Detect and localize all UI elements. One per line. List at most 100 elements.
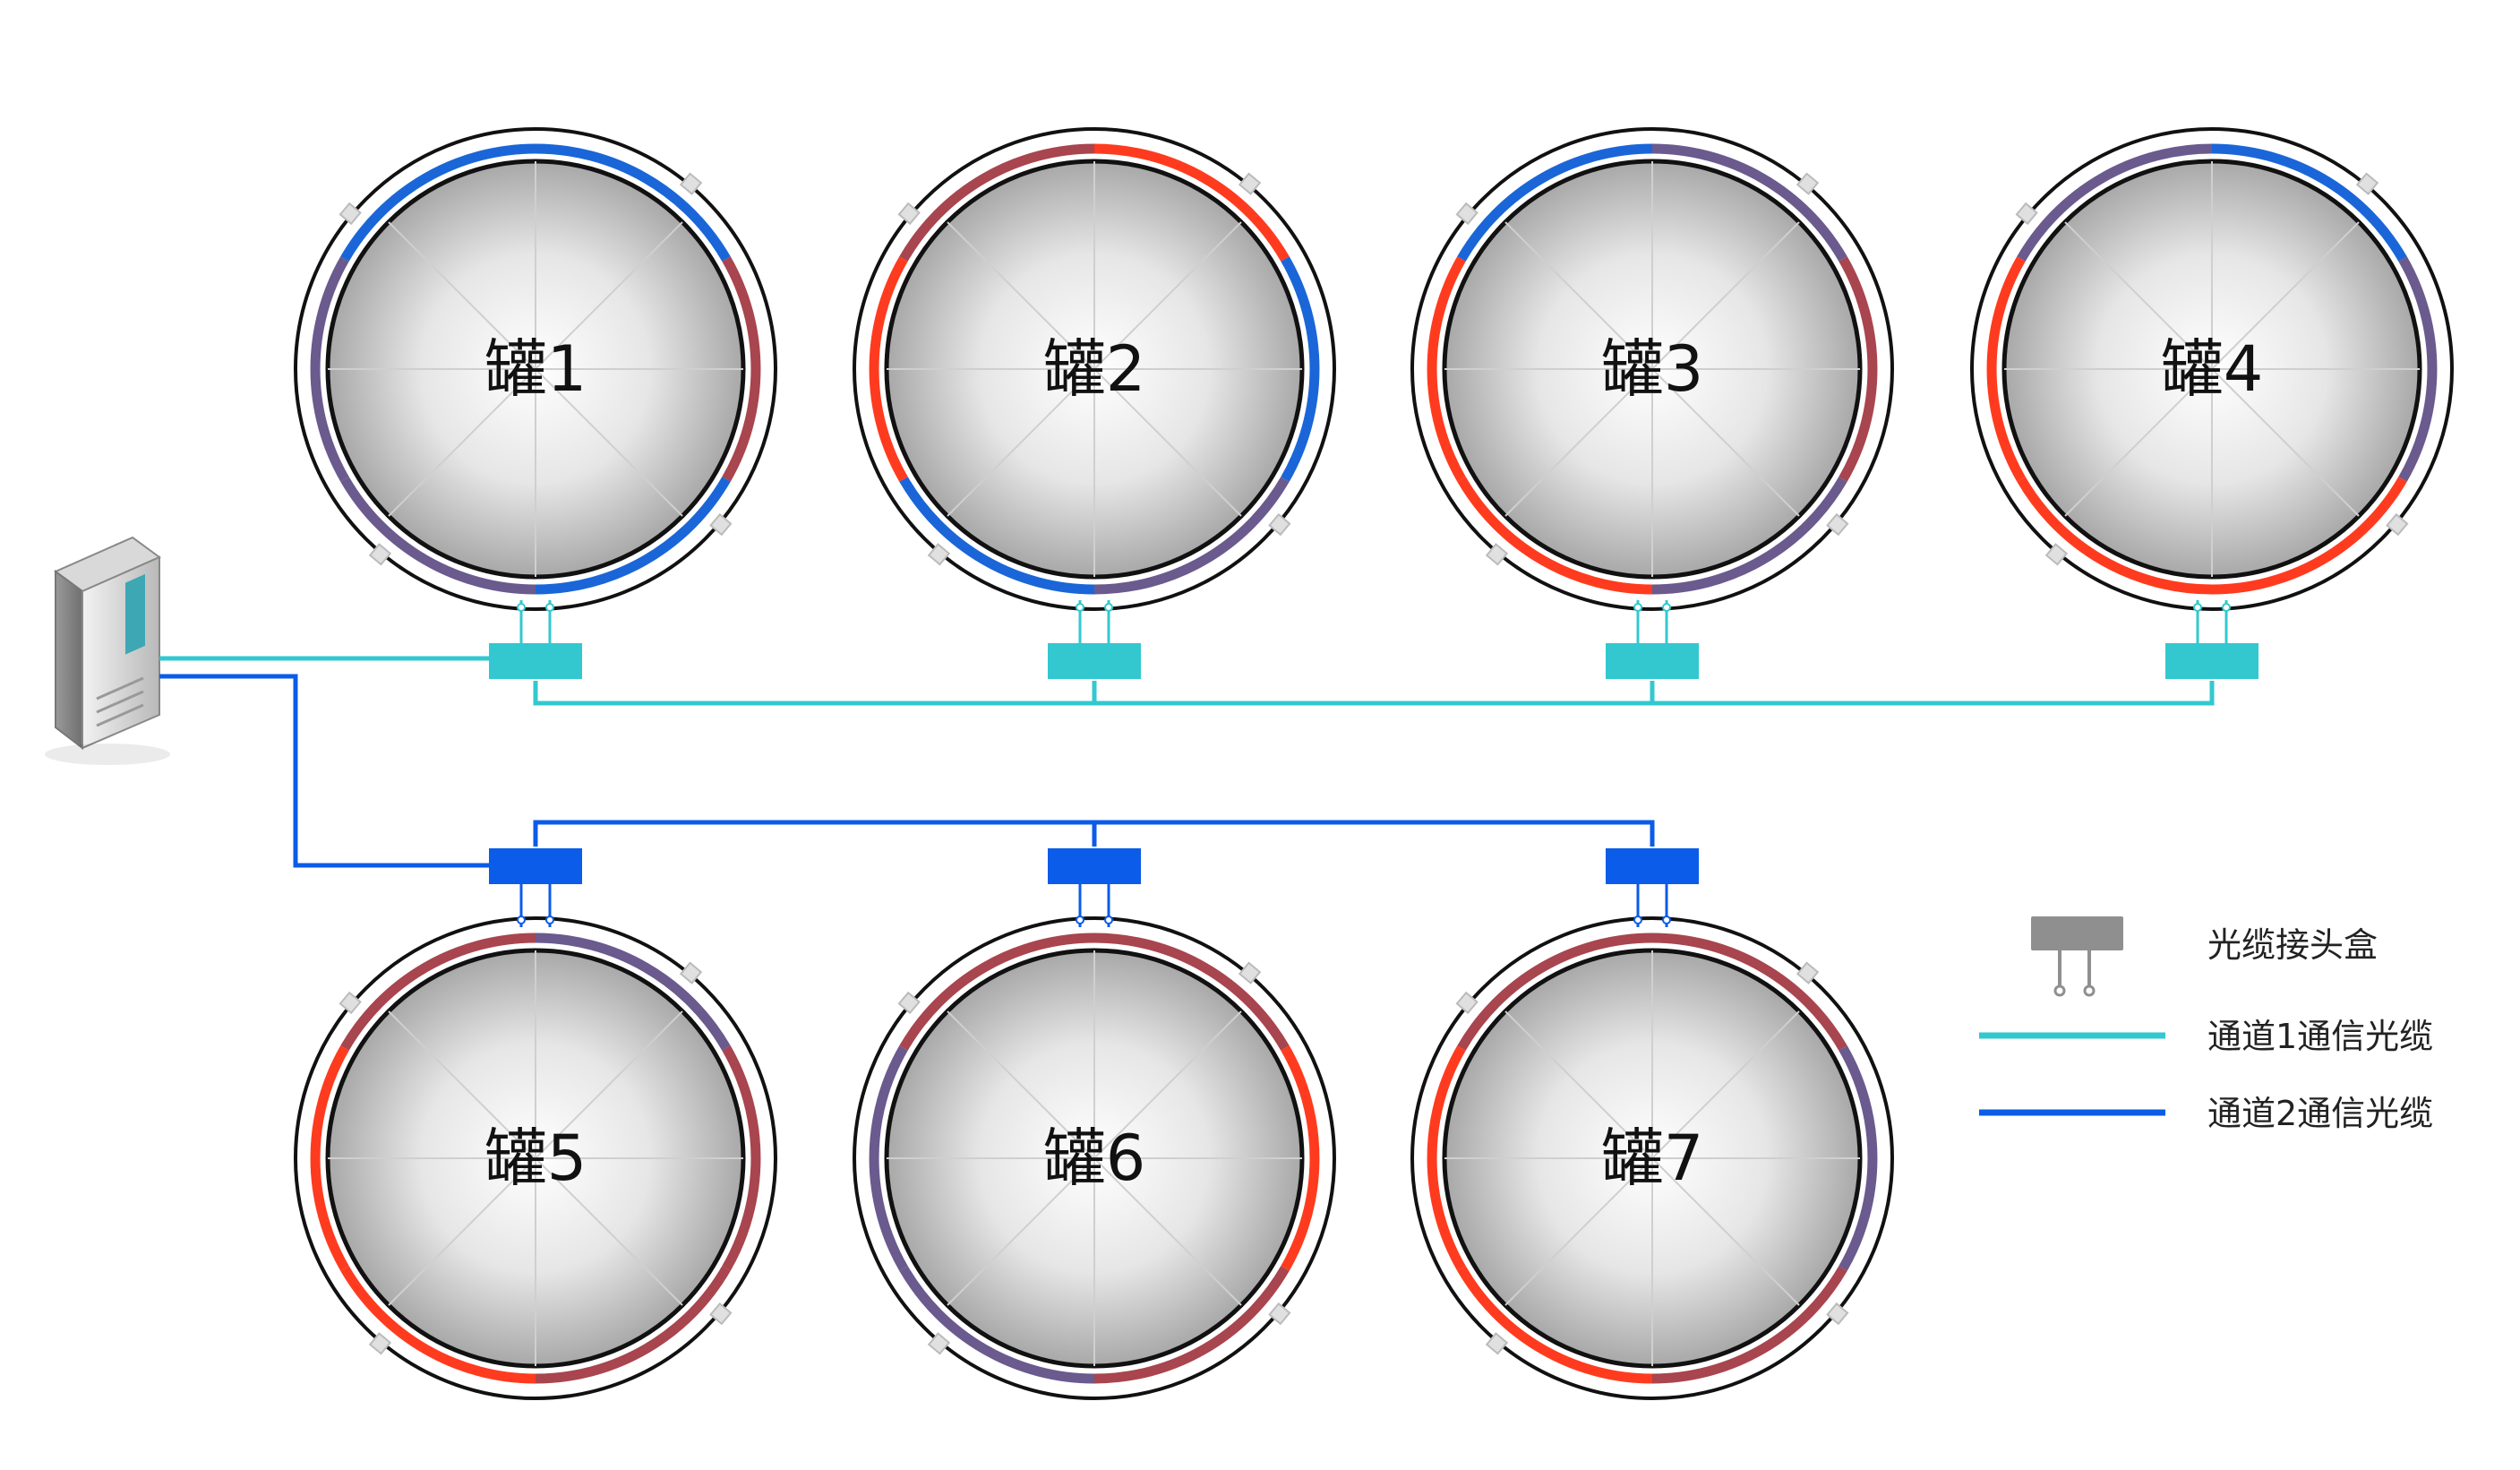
tank-roof-line [2064,221,2360,517]
tank-bracket [927,543,951,566]
tank-sensing-cable-segment [2211,477,2407,595]
tank-sensing-cable-segment [340,477,536,595]
junction-box [2165,643,2259,679]
tank-roof-line [388,1010,683,1306]
tank-bracket [709,1302,733,1326]
junction-lead-end [1633,916,1642,924]
tank-sensing-cable-segment [535,143,731,262]
tank-sensing-cable-segment [310,1045,349,1271]
tank-5: 罐5 [294,848,777,1400]
tank-sensing-cable-segment [1281,256,1320,482]
junction-lead-end [1104,603,1113,612]
tank-sensing-cable-segment [1651,143,1847,262]
junction-box [489,848,582,884]
junction-lead-end [1076,603,1084,612]
tank-bracket [1485,1332,1509,1355]
tank-sensing-cable-segment [1651,933,1847,1051]
junction-box [1606,643,1699,679]
tank-label: 罐6 [1043,1122,1146,1195]
tank-sensing-cable-segment [899,143,1095,262]
tank-roof-line [1504,1010,1800,1306]
tank-sensing-cable-segment [340,933,536,1051]
tank-sensing-cable-segment [535,1266,731,1384]
trunk-cables [159,656,2215,868]
tank-sensing-cable-segment [1457,143,1653,262]
tank-7: 罐7 [1410,848,1894,1400]
tank-bracket [897,991,921,1015]
tank-label: 罐7 [1601,1122,1704,1195]
junction-lead-end [1633,603,1642,612]
tank-3: 罐3 [1410,127,1894,679]
tank-sensing-cable-segment [1457,1266,1653,1384]
tank-bracket [1268,512,1291,537]
tank-sensing-cable-segment [869,1045,908,1271]
tank-sensing-cable-segment [1457,933,1653,1051]
tank-sensing-cable-segment [2017,477,2213,595]
tank-bracket [1455,202,1479,226]
tank-bracket [679,961,703,984]
junction-lead-end [545,916,554,924]
server-icon [45,536,170,765]
tank-bracket [1826,1302,1849,1326]
legend: 光缆接头盒 通道1通信光缆 通道2通信光缆 [1979,916,2433,1133]
legend-channel2-label: 通道2通信光缆 [2207,1094,2433,1133]
legend-junction-box-label: 光缆接头盒 [2207,925,2378,965]
tank-4: 罐4 [1970,127,2454,679]
tank-1: 罐1 [294,127,777,679]
tank-roof-line [1504,221,1800,517]
tank-roof-line [947,1010,1242,1306]
tank-sensing-cable-segment [340,143,536,262]
tank-bracket [1238,961,1262,984]
tank-sensing-cable-segment [1093,933,1290,1051]
tank-sensing-cable-segment [1427,256,1466,482]
junction-box [1048,643,1141,679]
junction-box [489,643,582,679]
tank-bracket [2044,543,2069,566]
tank-bracket [2355,172,2379,195]
junction-lead-end [1104,916,1113,924]
tank-sensing-cable-segment [2017,143,2213,262]
tank-sensing-cable-segment [1651,477,1847,595]
tank-sensing-cable-segment [899,933,1095,1051]
junction-lead-end [1662,916,1671,924]
tank-bracket [339,991,362,1015]
junction-lead-end [1076,916,1084,924]
tank-sensing-cable-segment [1427,1045,1466,1271]
tank-bracket [368,1332,392,1355]
junction-lead-end [2222,603,2231,612]
tank-bracket [897,202,921,226]
channel2-feed-cable [159,674,491,868]
tank-sensing-cable-segment [1839,1045,1878,1271]
tank-roof-line [388,221,683,517]
tank-sensing-cable-segment [310,256,349,482]
tank-sensing-cable-segment [1651,1266,1847,1384]
tank-sensing-cable-segment [899,477,1095,595]
tank-label: 罐1 [484,332,587,406]
tank-sensing-cable-segment [1839,256,1878,482]
tank-bracket [1455,991,1479,1015]
tank-sensing-cable-segment [869,256,908,482]
tank-bracket [2015,202,2038,226]
tank-bracket [1485,543,1509,566]
tank-sensing-cable-segment [722,1045,761,1271]
tank-bracket [709,512,733,537]
tank-bracket [927,1332,951,1355]
tank-sensing-cable-segment [1986,256,2026,482]
tank-sensing-cable-segment [899,1266,1095,1384]
legend-junction-box-icon [2031,916,2123,997]
tank-6: 罐6 [853,848,1336,1400]
junction-box [1048,848,1141,884]
tank-sensing-cable-segment [2211,143,2407,262]
tank-bracket [1826,512,1849,537]
tank-bracket [1796,961,1820,984]
tank-sensing-cable-segment [535,933,731,1051]
junction-lead-end [545,603,554,612]
tank-roof-line [947,221,1242,517]
tank-label: 罐5 [484,1122,587,1195]
tank-bracket [2386,512,2409,537]
junction-lead-end [1662,603,1671,612]
tank-bracket [1796,172,1820,195]
channel1-trunk-cable [533,681,2215,706]
tank-bracket [1238,172,1262,195]
